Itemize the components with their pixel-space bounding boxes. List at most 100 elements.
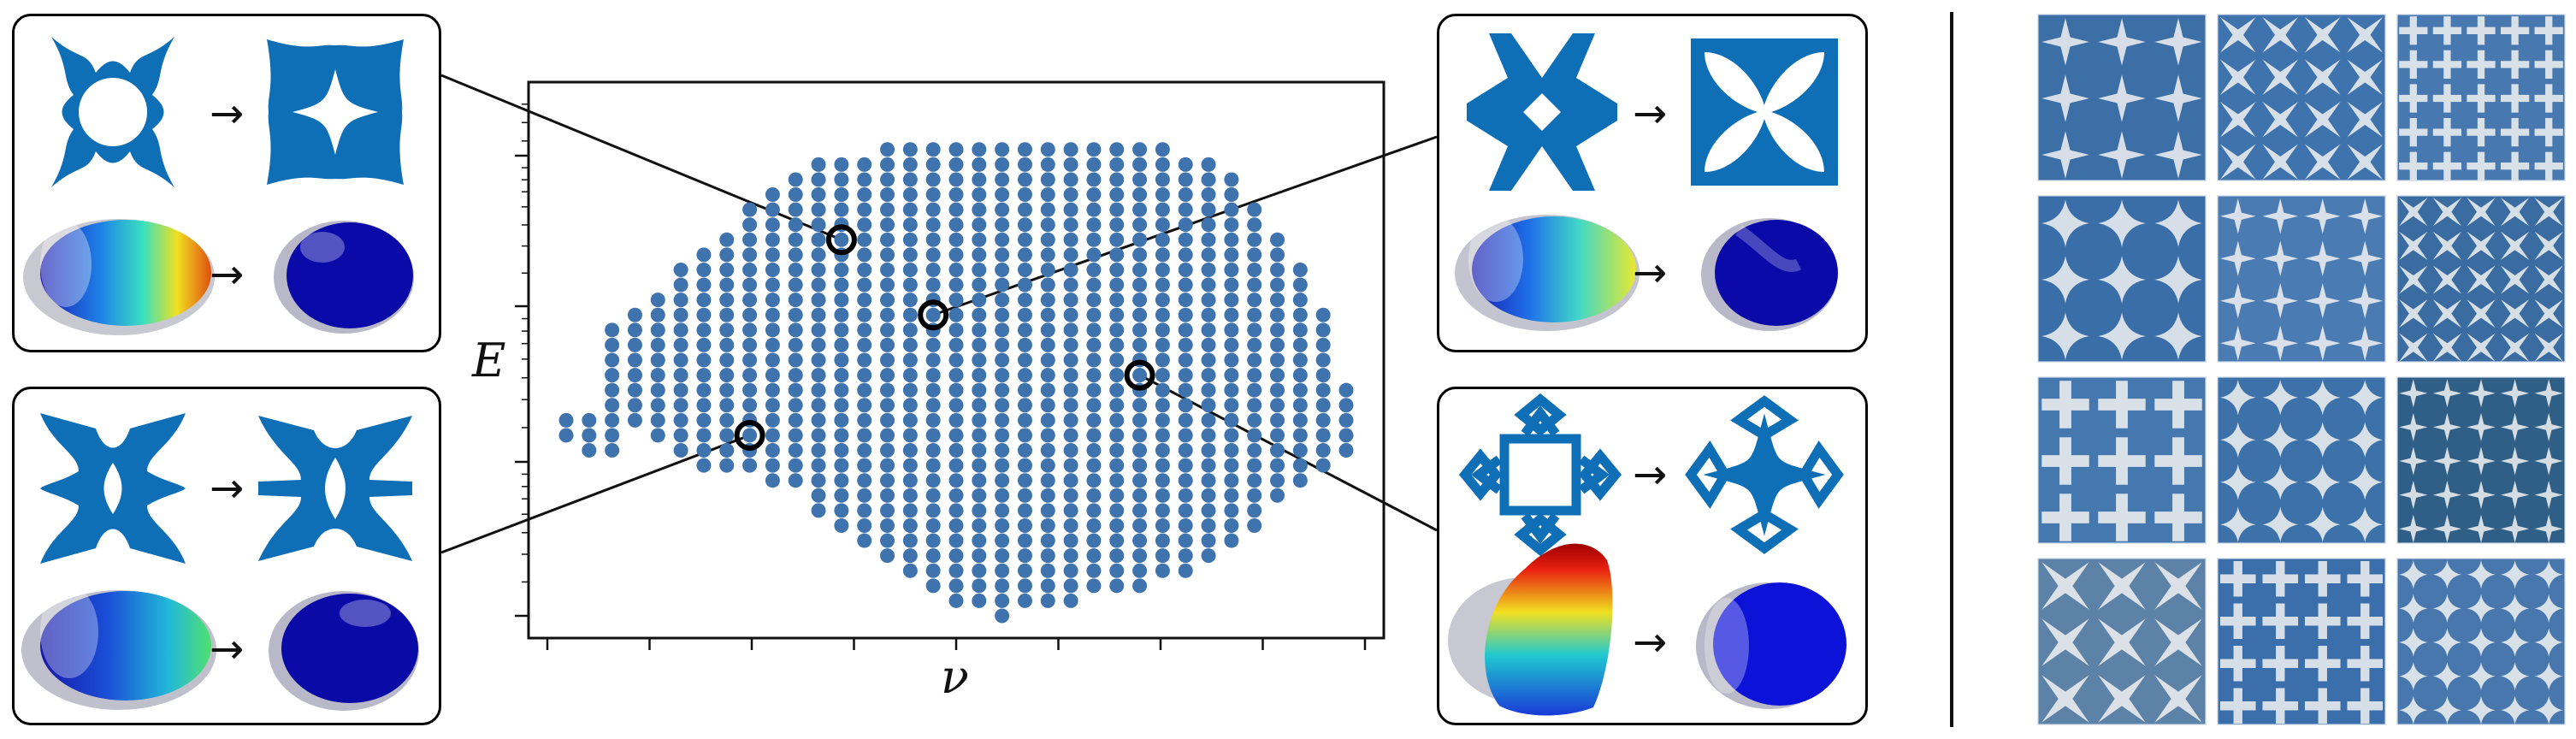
data-point [857,517,872,533]
data-point [1224,382,1239,398]
data-point [948,563,964,578]
data-point [1247,277,1262,293]
data-point [1086,473,1102,488]
data-point [811,428,826,443]
data-point [1040,473,1055,488]
x-axis-ticks [546,638,1367,650]
sample-tile-star-lattice [2035,12,2208,183]
data-point [1178,517,1193,533]
data-point [1132,232,1148,247]
data-point [1315,322,1331,338]
data-point [811,293,826,308]
data-point [1086,217,1102,233]
data-point [972,293,987,308]
data-point [995,563,1010,578]
data-point [1040,563,1055,578]
data-point [1109,368,1125,383]
data-point [1338,443,1354,458]
data-point [902,398,918,413]
data-point [719,232,735,247]
data-point [1017,517,1032,533]
data-point [857,473,872,488]
data-point [558,428,574,443]
data-point [1086,368,1102,383]
arrow-icon: → [1633,90,1667,138]
data-point [948,172,964,187]
data-point [1086,412,1102,428]
data-point [948,142,964,157]
data-point [925,458,941,473]
data-point [1270,368,1285,383]
data-point [788,368,803,383]
data-point [1315,337,1331,352]
data-point [1224,187,1239,203]
data-point [972,443,987,458]
data-point [742,337,758,352]
data-point [1270,232,1285,247]
arrow-icon: → [1633,249,1667,297]
data-point [1155,398,1170,413]
data-point [788,307,803,322]
data-point [1224,473,1239,488]
data-point [742,217,758,233]
data-point [627,368,642,383]
data-point [925,142,941,157]
data-point [811,157,826,172]
data-point [1178,458,1193,473]
data-point [1247,428,1262,443]
data-point [765,352,780,368]
data-point [1178,157,1193,172]
data-point [857,488,872,503]
data-point [857,247,872,263]
data-point [1155,548,1170,564]
data-point [1040,277,1055,293]
data-point [811,187,826,203]
data-point [1178,352,1193,368]
data-point [1315,458,1331,473]
data-point [948,533,964,548]
data-point [1155,142,1170,157]
data-point [995,548,1010,564]
data-point [1109,157,1125,172]
data-point [925,157,941,172]
data-point [1292,458,1308,473]
data-point [1224,368,1239,383]
data-point [765,337,780,352]
data-point [1201,293,1216,308]
data-point [925,352,941,368]
data-point [765,202,780,217]
data-point [1132,322,1148,338]
data-point [857,503,872,518]
data-point [1224,307,1239,322]
sample-tile-dense-stars [2215,193,2388,364]
data-point [627,382,642,398]
data-point [1132,337,1148,352]
data-point [1086,337,1102,352]
data-point [880,503,895,518]
data-point [1040,443,1055,458]
data-point [765,368,780,383]
data-point [719,412,735,428]
data-point [1201,307,1216,322]
data-point [1224,322,1239,338]
data-point [1109,533,1125,548]
after-shape-icon [258,416,412,561]
data-point [742,277,758,293]
data-point [1132,262,1148,277]
data-point [719,277,735,293]
data-point [1178,337,1193,352]
data-point [1017,307,1032,322]
data-point [834,412,849,428]
data-point [1109,578,1125,594]
data-point [1178,398,1193,413]
inset-panel-bottom-left: → → [12,387,441,725]
data-point [765,443,780,458]
data-point [811,337,826,352]
data-point [696,352,712,368]
data-point [925,428,941,443]
data-point [948,593,964,608]
data-point [1201,412,1216,428]
data-point [1247,202,1262,217]
data-point [995,293,1010,308]
data-point [834,277,849,293]
